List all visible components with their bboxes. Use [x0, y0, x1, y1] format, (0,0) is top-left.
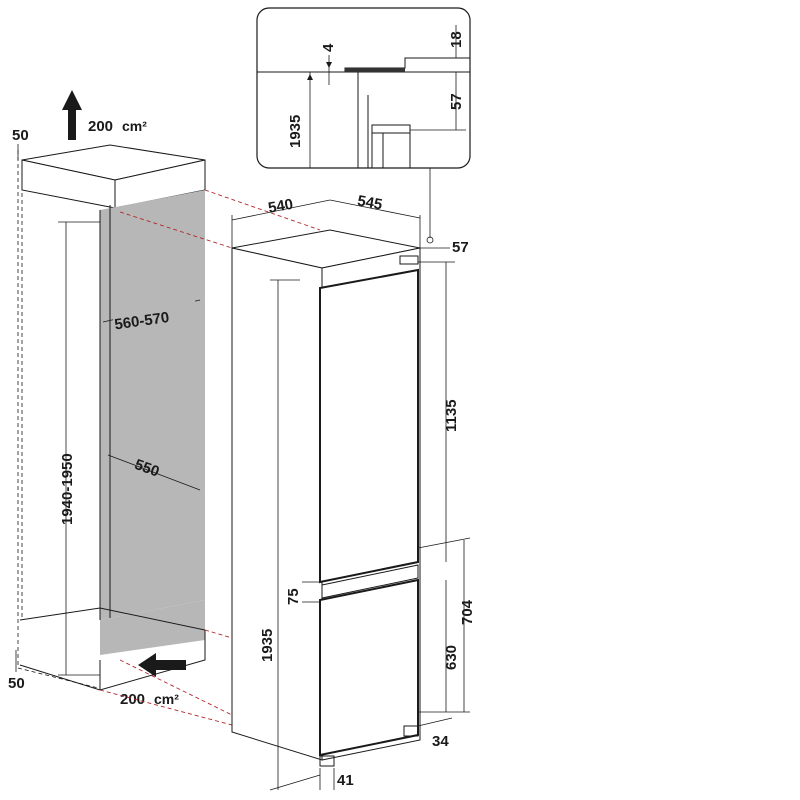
inset-dim-57: 57: [448, 93, 465, 110]
niche-bottom-margin: 50: [8, 675, 25, 692]
inset-door-edge: [371, 124, 411, 134]
inset-hinge: [345, 68, 405, 72]
upper-door: [319, 268, 419, 584]
front-foot: [319, 755, 335, 767]
appliance-total-height: 1935: [259, 629, 276, 662]
dim-704-top: [417, 537, 471, 549]
dim-540-line: [231, 199, 331, 221]
red-line-5: [99, 689, 233, 726]
niche-back-wall: [100, 190, 205, 620]
door-gap-trim: [321, 564, 419, 599]
appliance-foot: 41: [337, 772, 354, 789]
vent-bottom-unit: cm²: [154, 691, 179, 707]
appliance-lower-section: 704: [459, 599, 476, 625]
niche-plinth: [19, 607, 206, 691]
alignment-lines: [99, 189, 321, 726]
inset-dim-18: 18: [448, 31, 465, 48]
appliance-depth-body: 545: [356, 192, 384, 213]
appliance: 540 545 57 1135 704 630 34 75 1935 41: [231, 192, 476, 791]
inset-dim-4: 4: [320, 43, 337, 52]
appliance-door-gap: 75: [285, 588, 302, 605]
lower-door: [319, 578, 419, 757]
appliance-plinth: 34: [432, 733, 449, 750]
appliance-side: [231, 247, 323, 761]
inset-frame: [256, 7, 471, 169]
dim-545-line: [329, 199, 421, 219]
vent-top-value: 200: [88, 118, 113, 135]
red-line-3: [204, 629, 233, 639]
inset-dim1935-arrow: [307, 74, 313, 80]
inset-leader-dot: [426, 236, 434, 244]
niche-depth-line: [107, 454, 201, 491]
niche-left-edge: [17, 150, 99, 689]
rear-foot: [403, 725, 419, 737]
inset-dim-1935: 1935: [287, 115, 304, 148]
top-hinge: [399, 255, 419, 265]
niche-top-margin: 50: [12, 127, 29, 144]
niche-width-bg: [110, 292, 198, 328]
vent-bottom-arrow-icon: [138, 653, 186, 677]
red-line-1: [204, 189, 321, 231]
vent-bottom-value: 200: [120, 691, 145, 708]
vent-top-unit: cm²: [122, 118, 147, 134]
red-line-2: [119, 211, 233, 249]
niche: 200 cm² 50 50 200 cm² 560-570 550 1940-1…: [8, 90, 206, 708]
appliance-top-gap: 57: [452, 239, 469, 256]
dim-34-ext: [417, 717, 453, 727]
niche-floor: [100, 600, 205, 655]
appliance-upper-door: 1135: [443, 399, 460, 432]
vent-top-arrow-icon: [62, 90, 82, 140]
appliance-depth-total: 540: [267, 196, 295, 217]
niche-height: 1940-1950: [59, 453, 76, 525]
appliance-lower-door: 630: [443, 645, 460, 670]
dim-1935-bottom: [269, 774, 321, 791]
detail-inset: 4 18 57 1935: [256, 7, 471, 244]
inset-dim4-arrow: [326, 62, 332, 68]
